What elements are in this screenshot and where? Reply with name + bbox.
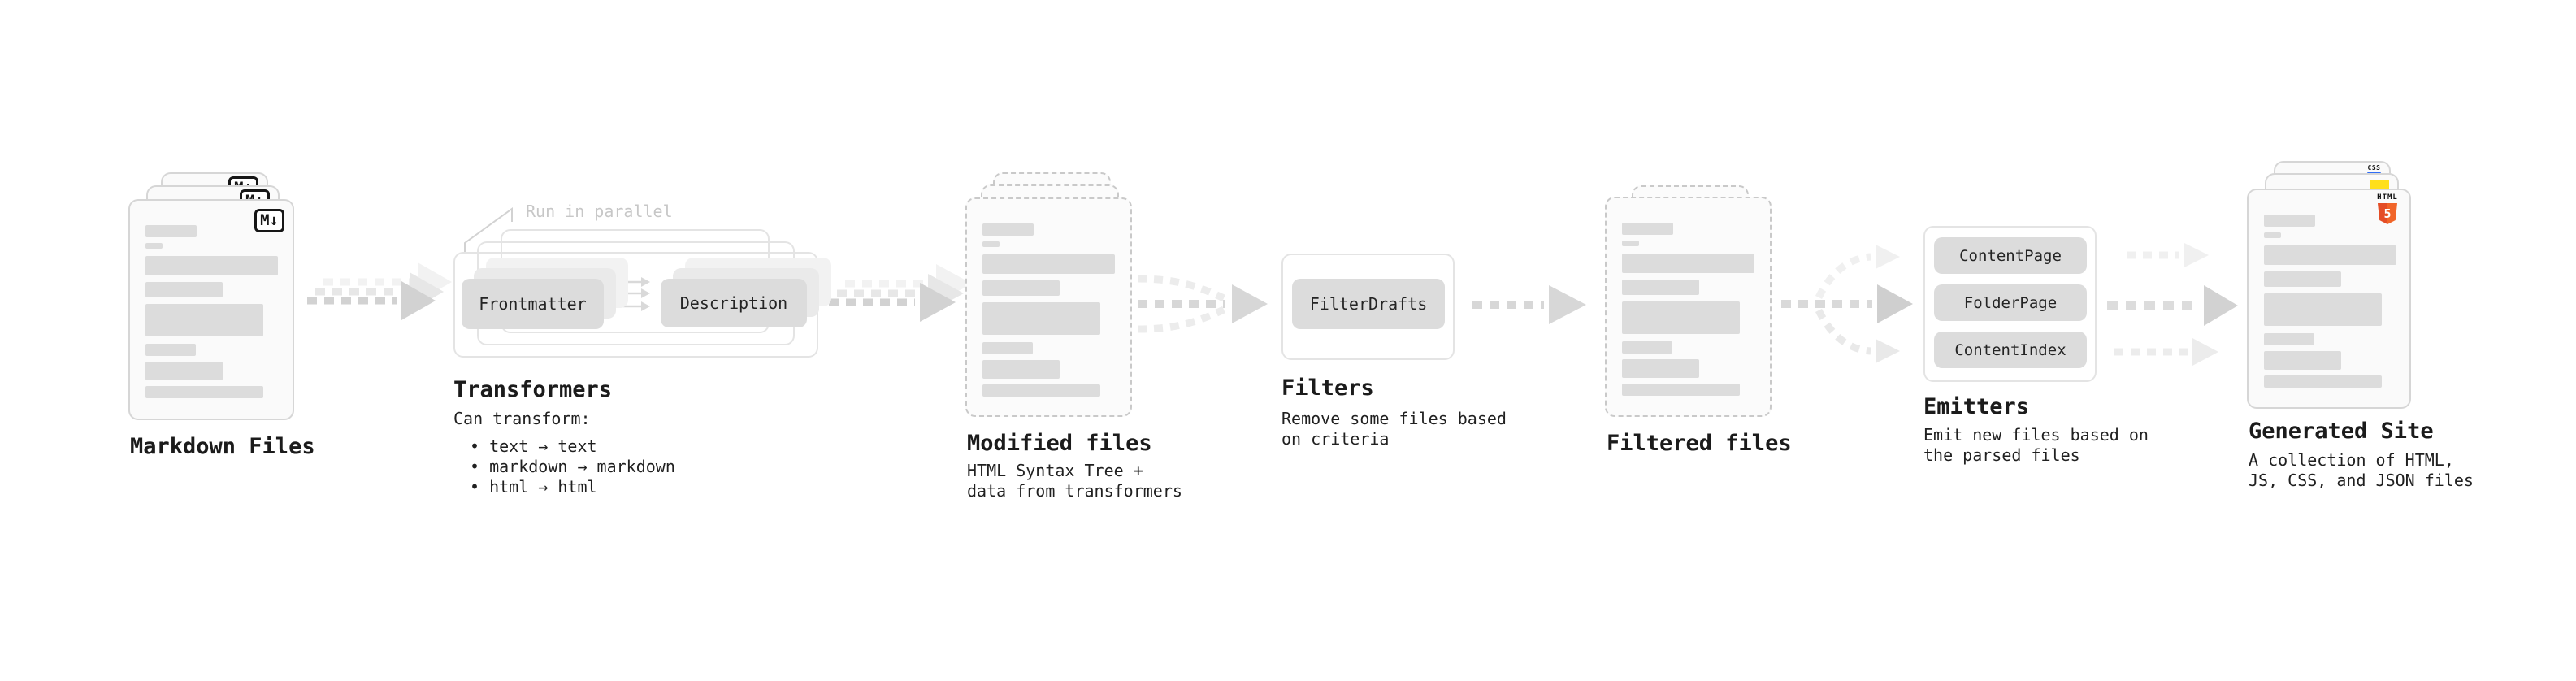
stage-title-markdown-files: Markdown Files xyxy=(130,434,315,459)
arrow-filtered-to-emitters xyxy=(1781,245,1913,363)
contentindex-box: ContentIndex xyxy=(1934,332,2087,368)
description-box: Description xyxy=(661,279,807,327)
filtered-doc-front xyxy=(1605,197,1772,417)
html5-icon: HTML 5 xyxy=(2375,194,2400,224)
placeholder-bar xyxy=(1622,241,1639,246)
filters-subtitle: Remove some files based on criteria xyxy=(1281,409,1507,449)
placeholder-bar xyxy=(982,223,1034,236)
html5-icon-shield: 5 xyxy=(2378,203,2397,224)
placeholder-bar xyxy=(2264,293,2382,326)
placeholder-bar xyxy=(982,302,1100,335)
placeholder-bar xyxy=(982,254,1115,274)
filterdrafts-box: FilterDrafts xyxy=(1292,279,1445,329)
placeholder-bar xyxy=(982,342,1033,354)
markdown-icon: M↓ xyxy=(254,209,284,232)
run-in-parallel-note: Run in parallel xyxy=(526,202,673,221)
placeholder-bar xyxy=(145,362,223,380)
placeholder-bar xyxy=(1622,280,1699,295)
arrow-emitters-to-generated xyxy=(2107,243,2238,366)
arrow-markdown-to-transformers xyxy=(307,262,452,320)
stage-title-emitters: Emitters xyxy=(1923,394,2030,419)
filters-panel xyxy=(1281,254,1455,360)
stage-title-generated-site: Generated Site xyxy=(2249,419,2434,444)
placeholder-bar xyxy=(1622,341,1672,354)
transformers-heading: Can transform: xyxy=(453,409,591,428)
placeholder-bar xyxy=(1622,359,1699,378)
arrow-filters-to-filtered xyxy=(1472,285,1586,324)
placeholder-bar xyxy=(1622,254,1754,273)
arrow-transformers-to-modified xyxy=(829,264,972,322)
placeholder-bar xyxy=(145,256,278,275)
folderpage-box: FolderPage xyxy=(1934,284,2087,321)
placeholder-bar xyxy=(2264,351,2341,370)
markdown-doc-front: M↓ xyxy=(128,199,294,420)
placeholder-bar xyxy=(1622,301,1740,334)
stage-title-filtered-files: Filtered files xyxy=(1607,431,1792,456)
bullet-item: • markdown → markdown xyxy=(470,457,675,476)
bullet-item: • html → html xyxy=(470,477,597,497)
placeholder-bar xyxy=(982,384,1100,397)
placeholder-bar xyxy=(982,360,1060,379)
placeholder-bar xyxy=(145,243,163,249)
placeholder-bar xyxy=(1622,384,1740,396)
html5-icon-word: HTML xyxy=(2377,193,2398,202)
bullet-item: • text → text xyxy=(470,436,597,456)
placeholder-bar xyxy=(2264,375,2382,388)
placeholder-bar xyxy=(982,280,1060,296)
stage-title-modified-files: Modified files xyxy=(967,431,1152,456)
frontmatter-box: Frontmatter xyxy=(462,279,604,329)
emitters-panel xyxy=(1923,226,2097,382)
placeholder-bar xyxy=(2264,245,2396,265)
placeholder-bar xyxy=(145,225,197,237)
placeholder-bar xyxy=(2264,232,2281,238)
placeholder-bar xyxy=(145,344,196,356)
placeholder-bar xyxy=(1622,223,1673,235)
placeholder-bar xyxy=(145,304,263,336)
contentpage-box: ContentPage xyxy=(1934,237,2087,274)
placeholder-bar xyxy=(982,241,1000,247)
generated-site-subtitle: A collection of HTML, JS, CSS, and JSON … xyxy=(2249,450,2474,490)
css-icon-word: CSS xyxy=(2367,164,2381,171)
modified-files-subtitle: HTML Syntax Tree + data from transformer… xyxy=(967,461,1182,501)
stage-title-transformers: Transformers xyxy=(453,377,613,402)
transformers-bullet-list: • text → text • markdown → markdown • ht… xyxy=(462,436,675,497)
run-in-parallel-leader xyxy=(464,207,513,253)
javascript-icon xyxy=(2370,180,2389,190)
placeholder-bar xyxy=(2264,333,2314,345)
modified-doc-front xyxy=(965,197,1132,417)
generated-doc-html: HTML 5 xyxy=(2247,189,2411,409)
placeholder-bar xyxy=(145,282,223,297)
arrow-modified-to-filters xyxy=(1137,275,1268,333)
placeholder-bar xyxy=(2264,271,2341,287)
emitters-subtitle: Emit new files based on the parsed files xyxy=(1923,425,2149,465)
stage-title-filters: Filters xyxy=(1281,375,1374,401)
placeholder-bar xyxy=(145,386,263,398)
placeholder-bar xyxy=(2264,215,2315,227)
